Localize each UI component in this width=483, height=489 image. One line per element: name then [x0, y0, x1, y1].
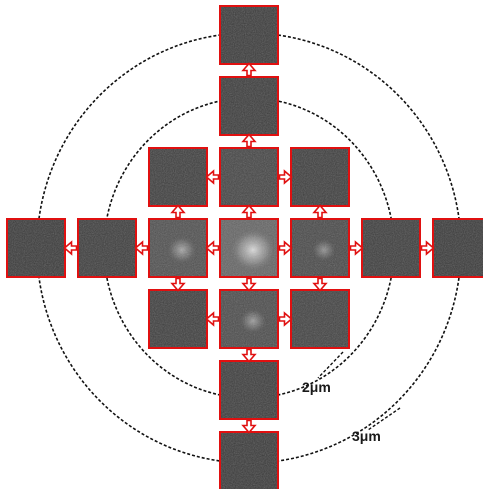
arrow-up-icon — [243, 206, 255, 218]
arrow-left-icon — [207, 313, 219, 325]
arrow-up-icon — [314, 206, 326, 218]
image-tile — [291, 148, 349, 206]
arrow-left-icon — [207, 171, 219, 183]
arrow-up-icon — [243, 135, 255, 147]
arrow-left-icon — [65, 242, 77, 254]
image-tile — [78, 219, 136, 277]
arrow-up-icon — [172, 206, 184, 218]
image-tile — [220, 219, 278, 277]
outer-ring-label: 3μm — [352, 428, 381, 444]
arrow-right-icon — [351, 242, 363, 254]
image-tile — [7, 219, 65, 277]
arrow-down-icon — [243, 279, 255, 291]
image-tile — [220, 432, 278, 489]
image-tiles — [7, 6, 483, 489]
arrow-down-icon — [314, 279, 326, 291]
arrow-left-icon — [207, 242, 219, 254]
image-tile — [149, 219, 207, 277]
inner-ring-label: 2μm — [302, 379, 331, 395]
image-tile — [291, 219, 349, 277]
arrow-right-icon — [280, 242, 292, 254]
arrow-down-icon — [172, 279, 184, 291]
image-tile — [220, 148, 278, 206]
arrow-left-icon — [136, 242, 148, 254]
image-tile — [220, 361, 278, 419]
arrow-right-icon — [422, 242, 434, 254]
image-tile — [220, 290, 278, 348]
arrow-down-icon — [243, 421, 255, 433]
image-tile — [362, 219, 420, 277]
image-tile — [220, 6, 278, 64]
arrow-down-icon — [243, 350, 255, 362]
image-tile — [220, 77, 278, 135]
image-tile — [291, 290, 349, 348]
image-tile — [433, 219, 483, 277]
arrow-right-icon — [280, 313, 292, 325]
arrow-up-icon — [243, 64, 255, 76]
inner-ring-leader — [318, 352, 343, 378]
outer-ring-leader — [368, 408, 400, 430]
arrow-right-icon — [280, 171, 292, 183]
image-tile — [149, 290, 207, 348]
image-tile — [149, 148, 207, 206]
